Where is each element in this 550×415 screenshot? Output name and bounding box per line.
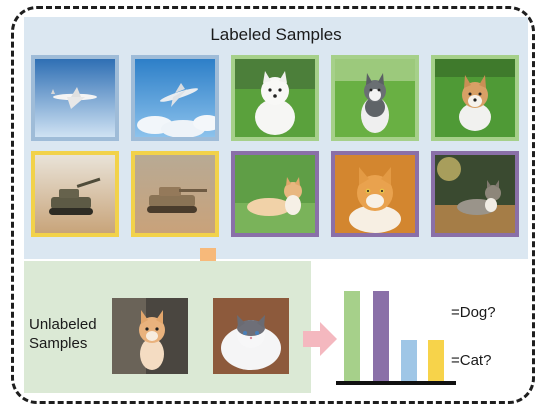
labeled-tank-image-2 — [131, 151, 219, 237]
bar-cat — [373, 291, 389, 381]
unlabeled-cat-image-2 — [213, 298, 289, 374]
labeled-dog-image-3 — [431, 55, 519, 141]
unlabeled-samples-panel: Unlabeled Samples — [24, 261, 311, 393]
unlabeled-label-line2: Samples — [29, 335, 88, 352]
cat-prediction-label: =Cat? — [451, 352, 492, 369]
airplane-photo-icon — [135, 59, 215, 137]
tank-photo-icon — [135, 155, 215, 233]
labeled-airplane-image-2 — [131, 55, 219, 141]
cat-photo-icon — [213, 298, 289, 374]
bar-airplane — [401, 340, 417, 381]
dog-photo-icon — [335, 59, 415, 137]
outer-dashed-frame — [11, 6, 535, 404]
unlabeled-samples-label: Unlabeled Samples — [29, 315, 97, 353]
labeled-cat-image-3 — [431, 151, 519, 237]
labeled-tank-image-1 — [31, 151, 119, 237]
cat-photo-icon — [435, 155, 515, 233]
unlabeled-cat-image-1 — [112, 298, 188, 374]
bar-dog — [344, 291, 360, 381]
labeled-samples-panel: Labeled Samples — [24, 17, 528, 259]
labeled-cat-image-2 — [331, 151, 419, 237]
dog-photo-icon — [235, 59, 315, 137]
cat-photo-icon — [235, 155, 315, 233]
dog-photo-icon — [435, 59, 515, 137]
cat-photo-icon — [335, 155, 415, 233]
labeled-samples-title: Labeled Samples — [210, 25, 342, 44]
labeled-airplane-image-1 — [31, 55, 119, 141]
labeled-dog-image-2 — [331, 55, 419, 141]
unlabeled-label-line1: Unlabeled — [29, 316, 97, 333]
bar-tank — [428, 340, 444, 381]
dog-prediction-label: =Dog? — [451, 304, 496, 321]
right-arrow — [303, 322, 337, 356]
labeled-dog-image-1 — [231, 55, 319, 141]
airplane-photo-icon — [35, 59, 115, 137]
labeled-cat-image-1 — [231, 151, 319, 237]
cat-photo-icon — [112, 298, 188, 374]
bar-baseline — [336, 381, 456, 385]
tank-photo-icon — [35, 155, 115, 233]
